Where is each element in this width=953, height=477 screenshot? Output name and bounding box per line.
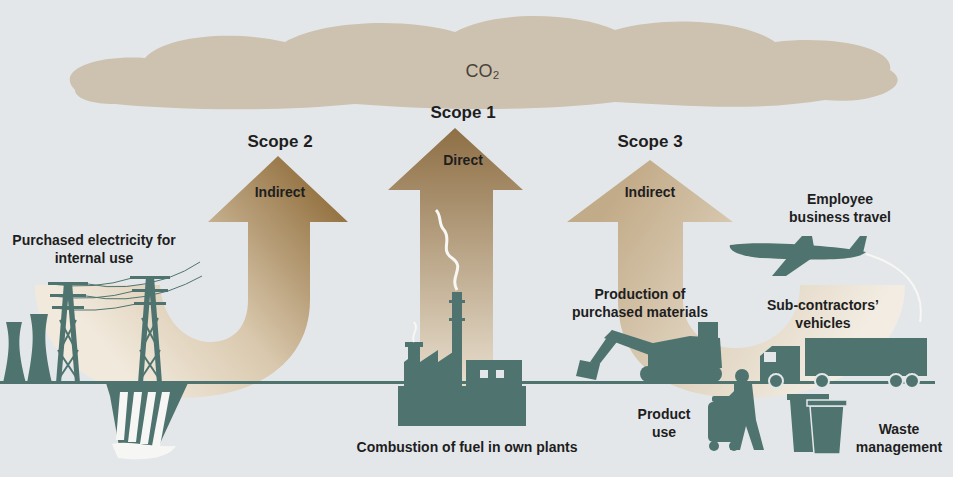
truck: [760, 338, 927, 388]
ground-line: [0, 381, 935, 384]
node-text: Indirect: [255, 183, 306, 201]
excavator: [576, 322, 722, 382]
heading-text: Scope 1: [430, 101, 495, 125]
source-label: Sub-contractors’ vehicles: [758, 296, 888, 332]
power-wire: [50, 262, 202, 310]
scope-arrow-outline: [567, 160, 905, 398]
waste-bin: [807, 400, 847, 454]
waste-bin: [787, 394, 829, 452]
power-pylon: [48, 282, 88, 383]
heading-text: Scope 3: [617, 130, 682, 154]
cooling-tower: [3, 322, 26, 383]
factory: [398, 210, 526, 426]
power-pylon: [130, 276, 170, 383]
co2-cloud: CO₂: [55, 0, 910, 118]
source-label: Product use: [629, 405, 699, 441]
scope-arrow: Scope 2 Indirect: [190, 130, 370, 225]
heading-text: CO₂: [466, 60, 500, 82]
scope-arrow: Scope 1 Direct: [373, 101, 553, 181]
source-label: Employee business travel: [780, 190, 900, 226]
scope-arrow-outline: [388, 128, 523, 420]
scope-arrow: Scope 3 Indirect: [560, 130, 740, 225]
heading-text: Scope 2: [247, 130, 312, 154]
node-text: Indirect: [625, 183, 676, 201]
co2-cloud-outline: [70, 16, 898, 109]
cooling-tower: [27, 314, 52, 383]
person-with-cart: [708, 369, 764, 451]
co2-cloud-shape: [55, 0, 910, 118]
source-label: Combustion of fuel in own plants: [317, 438, 617, 456]
scope-arrow-outline: [35, 156, 348, 398]
source-label: Purchased electricity for internal use: [8, 231, 180, 267]
source-label: Waste management: [849, 420, 949, 456]
node-text: Direct: [443, 151, 483, 169]
hydro-dam: [106, 383, 188, 459]
source-label: Production of purchased materials: [562, 285, 718, 321]
